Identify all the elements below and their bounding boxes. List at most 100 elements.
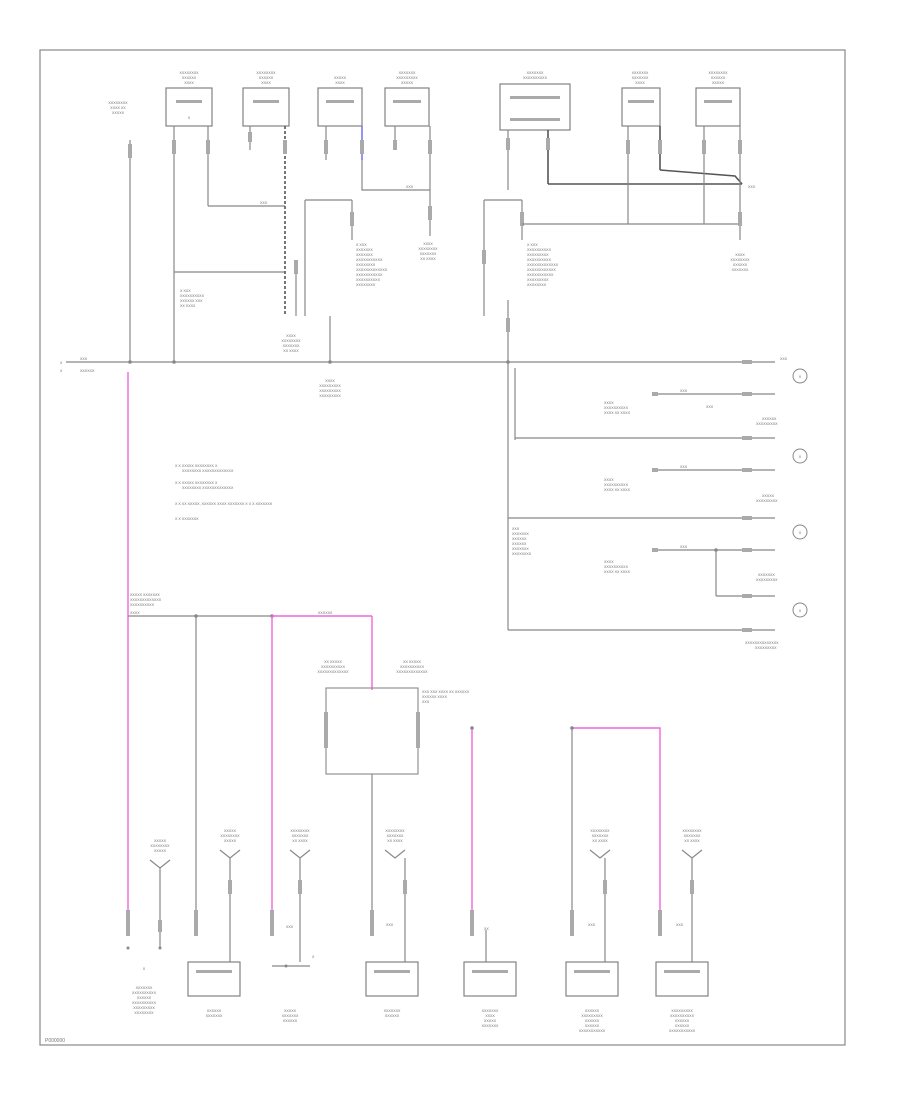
svg-text:XX XXXXX: XX XXXXX <box>324 660 342 664</box>
svg-text:XXXXXXXXXX: XXXXXXXXXX <box>180 294 205 298</box>
svg-text:XXXX XX XXXX: XXXX XX XXXX <box>604 411 631 415</box>
svg-text:XXX: XXX <box>676 923 684 927</box>
notes-legend: X X XXXXX XXXXXXXX X XXXXXXXX XXXXXXXXXX… <box>175 464 273 521</box>
svg-text:XXX: XXX <box>260 201 268 205</box>
svg-text:XXX: XXX <box>80 357 88 361</box>
svg-text:X: X <box>188 116 191 120</box>
svg-text:XX XXXX: XX XXXX <box>180 304 196 308</box>
svg-text:XX XXXX: XX XXXX <box>283 349 299 353</box>
svg-text:XXXXXXXX: XXXXXXXX <box>418 247 438 251</box>
svg-text:XXXXXXX: XXXXXXX <box>282 1014 299 1018</box>
svg-text:XXXXXXXXXX: XXXXXXXXXX <box>604 406 629 410</box>
svg-text:XXXXXXXX XXXXXXXXXXXXX: XXXXXXXX XXXXXXXXXXXXX <box>182 486 234 490</box>
svg-text:X X XXXXX XXXXXXXX X: X X XXXXX XXXXXXXX X <box>175 464 218 468</box>
svg-text:XXXX: XXXX <box>604 478 614 482</box>
svg-text:XXXXXXXX: XXXXXXXX <box>108 101 128 105</box>
svg-text:XXXXXXXX: XXXXXXXX <box>730 258 750 262</box>
svg-text:XXXXXX: XXXXXX <box>512 542 527 546</box>
svg-text:XXXXXXX: XXXXXXX <box>758 573 775 577</box>
svg-text:XXXXXXX: XXXXXXX <box>399 71 416 75</box>
component-top-2: XXXXXXXX XXXXXX XXXX X <box>165 71 213 127</box>
svg-text:XXXXXXX: XXXXXXX <box>482 1024 499 1028</box>
svg-text:X: X <box>799 609 802 613</box>
svg-text:XXXX XX XXXX: XXXX XX XXXX <box>604 570 631 574</box>
svg-text:XXXXXXXXXXXXX: XXXXXXXXXXXXX <box>130 598 162 602</box>
svg-text:XXXXXX: XXXXXX <box>585 1024 600 1028</box>
svg-text:XXXXXX: XXXXXX <box>80 369 95 373</box>
svg-text:X: X <box>60 361 63 365</box>
relay-box <box>325 687 419 775</box>
svg-text:XXXXXXXX: XXXXXXXX <box>356 283 376 287</box>
svg-text:XXXXXX: XXXXXX <box>283 1019 298 1023</box>
svg-text:X: X <box>799 531 802 535</box>
svg-text:XXXXXXX: XXXXXXX <box>592 834 609 838</box>
svg-text:XXX: XXX <box>748 185 756 189</box>
svg-text:X: X <box>60 369 63 373</box>
bottom-module-3: XXXXXXXX XXXXXXX XX XXXX XXX X XXXXX XXX… <box>270 829 315 1023</box>
svg-text:XXXXXXX: XXXXXXX <box>482 1009 499 1013</box>
svg-text:XXXXXXX: XXXXXXX <box>292 834 309 838</box>
svg-text:XX XXXX: XX XXXX <box>387 839 403 843</box>
svg-text:XXX: XXX <box>680 465 688 469</box>
svg-text:XXXXXXX: XXXXXXX <box>527 71 544 75</box>
svg-text:XXXXXXX: XXXXXXX <box>356 248 373 252</box>
top-wiring: XXX X XXX XXXXXXXXXX XXXXXX XXX XX XXXX … <box>128 126 756 362</box>
svg-text:XX XXXXX: XX XXXXX <box>403 660 421 664</box>
svg-text:XXX: XXX <box>588 923 596 927</box>
svg-text:XXXXXXXXXX: XXXXXXXXXX <box>604 565 629 569</box>
svg-text:XXXXX: XXXXX <box>762 494 775 498</box>
svg-text:XXXXXXXXX: XXXXXXXXX <box>319 394 341 398</box>
svg-text:XXXXXXXXXXX: XXXXXXXXXXX <box>356 258 383 262</box>
svg-text:XXXXXXXXX: XXXXXXXXX <box>671 1009 693 1013</box>
svg-text:XXXXXX: XXXXXX <box>318 611 333 615</box>
svg-text:XXXXX: XXXXX <box>112 111 125 115</box>
bottom-module-5: XX XXXXXXX XXXX XXXXX XXXXXXX <box>463 910 517 1028</box>
svg-text:XXXXXXX: XXXXXXX <box>632 76 649 80</box>
bottom-module-2: XXXXX XXXXXXXX XXXXX XXXXXX XXXXXXX <box>187 829 241 1018</box>
component-top-1: XXXXXXXX XXXX XX XXXXX <box>108 101 128 115</box>
svg-text:XXXX: XXXX <box>485 1014 495 1018</box>
svg-text:XXXXXXX: XXXXXXX <box>632 71 649 75</box>
svg-text:XXXXXXXXXX: XXXXXXXXXX <box>132 1001 157 1005</box>
svg-text:XXXX: XXXX <box>130 611 140 615</box>
svg-text:X X XXXXX XXXXXXXX X: X X XXXXX XXXXXXXX X <box>175 481 218 485</box>
svg-text:XXXXXXX: XXXXXXX <box>356 253 373 257</box>
svg-text:XXXXXXX: XXXXXXX <box>384 1009 401 1013</box>
svg-text:XXXXXXXX: XXXXXXXX <box>512 552 532 556</box>
svg-text:XXXXXXX: XXXXXXX <box>136 986 153 990</box>
svg-text:XX XXXX: XX XXXX <box>292 839 308 843</box>
svg-text:XXXXXXX: XXXXXXX <box>732 268 749 272</box>
svg-text:XXXXX: XXXXX <box>484 1019 497 1023</box>
lower-wiring: XXXXX XXXXXXX XXXXXXXXXXXXX XXXXXXXXXX X… <box>127 372 661 910</box>
svg-text:XX XXXX: XX XXXX <box>684 839 700 843</box>
svg-text:XXXXXXX: XXXXXXX <box>206 1014 223 1018</box>
svg-text:XXXXXXXXXXXXX: XXXXXXXXXXXXX <box>356 268 388 272</box>
svg-text:XX: XX <box>484 927 489 931</box>
component-top-8: XXXXXXXX XXXXXX XXXXX <box>695 71 741 127</box>
svg-text:XXXXXXXX: XXXXXXXX <box>708 71 728 75</box>
svg-text:XX XXXX: XX XXXX <box>420 257 436 261</box>
svg-text:XXXXX: XXXXX <box>334 76 347 80</box>
svg-text:XXXX: XXXX <box>604 560 614 564</box>
svg-text:XXX: XXX <box>706 405 714 409</box>
svg-text:XXXXX: XXXXX <box>224 839 237 843</box>
main-bus: X X XXX XXXXXX XXXX XXXXXXXXX XXXXXXXXX … <box>60 316 808 398</box>
svg-text:XXXXXXXXXXXXX: XXXXXXXXXXXXX <box>317 670 349 674</box>
svg-text:XXXXXXXXX: XXXXXXXXX <box>756 422 778 426</box>
svg-text:X: X <box>799 455 802 459</box>
svg-text:XXXXXX: XXXXXX <box>585 1009 600 1013</box>
svg-text:XXXXXXXXXX: XXXXXXXXXX <box>527 258 552 262</box>
svg-text:XXXXXXXXX: XXXXXXXXX <box>756 578 778 582</box>
component-top-4: XXXXX XXXX <box>317 76 363 127</box>
svg-text:XXXXX: XXXXX <box>154 849 167 853</box>
bottom-module-6: XXXXXXXX XXXXXXX XX XXXX XXX XXXXXX XXXX… <box>565 829 619 1033</box>
svg-text:XXXXXXXXXX: XXXXXXXXXX <box>321 665 346 669</box>
svg-text:XXXXX: XXXXX <box>284 1009 297 1013</box>
svg-text:XXXXXXXXX: XXXXXXXXX <box>133 1006 155 1010</box>
svg-text:XXX: XXX <box>286 925 294 929</box>
svg-text:XXXXXXXXXXXX: XXXXXXXXXXXX <box>527 268 556 272</box>
svg-text:XXXXXXXXXXXXXX: XXXXXXXXXXXXXX <box>745 641 779 645</box>
svg-text:XXXX: XXXX <box>735 253 745 257</box>
svg-text:XXXXXX: XXXXXX <box>675 1019 690 1023</box>
